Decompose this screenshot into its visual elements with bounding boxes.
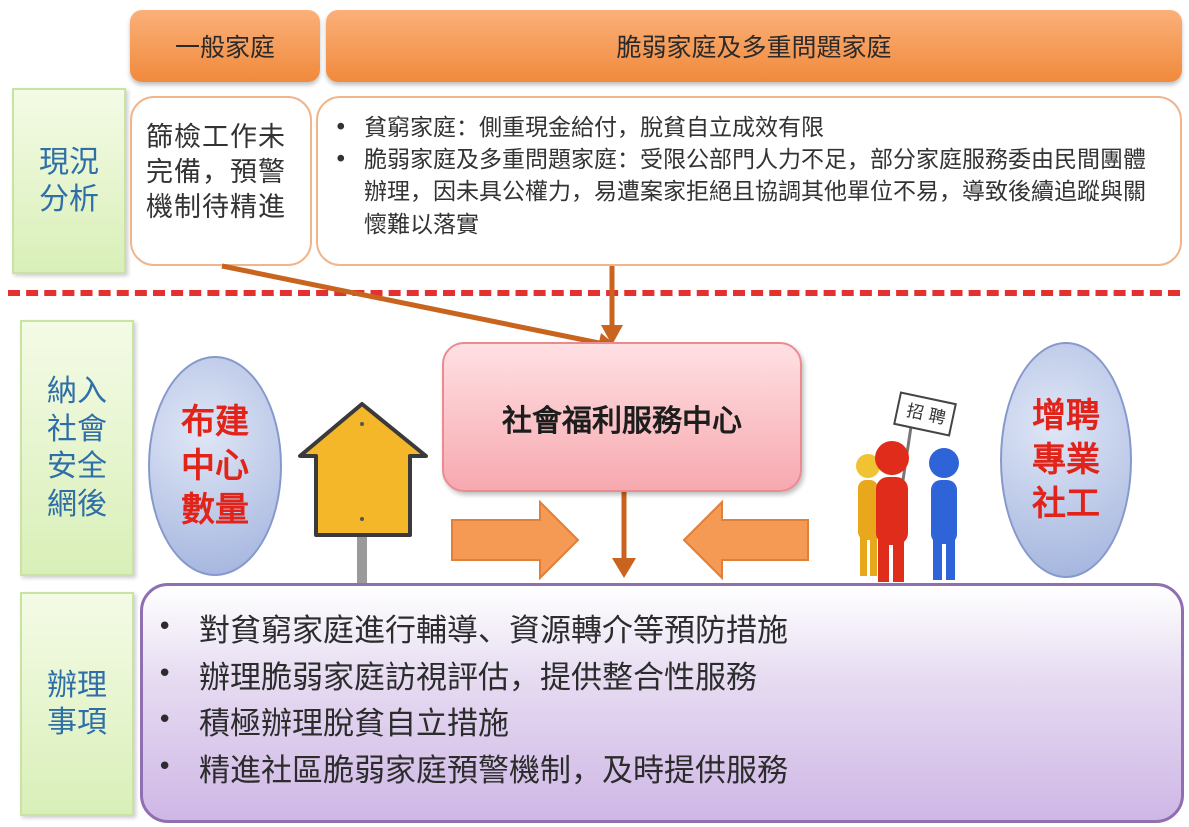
row-label-tasks-text: 辦理事項 bbox=[47, 667, 107, 741]
row-label-status: 現況分析 bbox=[12, 88, 126, 274]
header-vulnerable: 脆弱家庭及多重問題家庭 bbox=[326, 10, 1182, 82]
task-item-3: 積極辦理脫貧自立措施 bbox=[157, 701, 1181, 748]
welfare-center-box: 社會福利服務中心 bbox=[442, 342, 802, 492]
task-item-1: 對貧窮家庭進行輔導、資源轉介等預防措施 bbox=[157, 608, 1181, 655]
row-label-status-text: 現況分析 bbox=[39, 144, 99, 218]
left-oval: 布建中心數量 bbox=[148, 356, 282, 576]
row-label-tasks: 辦理事項 bbox=[20, 592, 134, 816]
row-label-safety-net-text: 納入社會安全網後 bbox=[47, 374, 107, 522]
task-item-2: 辦理脆弱家庭訪視評估，提供整合性服務 bbox=[157, 655, 1181, 702]
left-oval-text: 布建中心數量 bbox=[181, 401, 249, 531]
house-icon bbox=[298, 402, 428, 590]
status-bullet-2: 脆弱家庭及多重問題家庭：受限公部門人力不足，部分家庭服務委由民間團體辦理，因未具… bbox=[334, 144, 1160, 241]
arrow-general-to-center bbox=[221, 263, 605, 347]
status-bullet-1: 貧窮家庭：側重現金給付，脫貧自立成效有限 bbox=[334, 112, 1160, 144]
status-general-text: 篩檢工作未完備，預警機制待精進 bbox=[146, 122, 286, 224]
task-item-4: 精進社區脆弱家庭預警機制，及時提供服務 bbox=[157, 748, 1181, 795]
welfare-center-label: 社會福利服務中心 bbox=[502, 404, 742, 439]
status-general-box: 篩檢工作未完備，預警機制待精進 bbox=[130, 96, 312, 266]
right-oval: 增聘專業社工 bbox=[1000, 342, 1132, 578]
section-divider bbox=[8, 290, 1180, 296]
tasks-list: 對貧窮家庭進行輔導、資源轉介等預防措施 辦理脆弱家庭訪視評估，提供整合性服務 積… bbox=[143, 586, 1181, 794]
recruit-people-icon bbox=[856, 391, 959, 582]
status-vulnerable-list: 貧窮家庭：側重現金給付，脫貧自立成效有限 脆弱家庭及多重問題家庭：受限公部門人力… bbox=[318, 98, 1180, 241]
block-arrow-right bbox=[451, 499, 580, 581]
status-vulnerable-box: 貧窮家庭：側重現金給付，脫貧自立成效有限 脆弱家庭及多重問題家庭：受限公部門人力… bbox=[316, 96, 1182, 266]
right-oval-text: 增聘專業社工 bbox=[1032, 395, 1100, 525]
tasks-box: 對貧窮家庭進行輔導、資源轉介等預防措施 辦理脆弱家庭訪視評估，提供整合性服務 積… bbox=[140, 583, 1184, 823]
row-label-safety-net: 納入社會安全網後 bbox=[20, 320, 134, 576]
header-general: 一般家庭 bbox=[130, 10, 320, 82]
block-arrow-left bbox=[682, 499, 809, 581]
